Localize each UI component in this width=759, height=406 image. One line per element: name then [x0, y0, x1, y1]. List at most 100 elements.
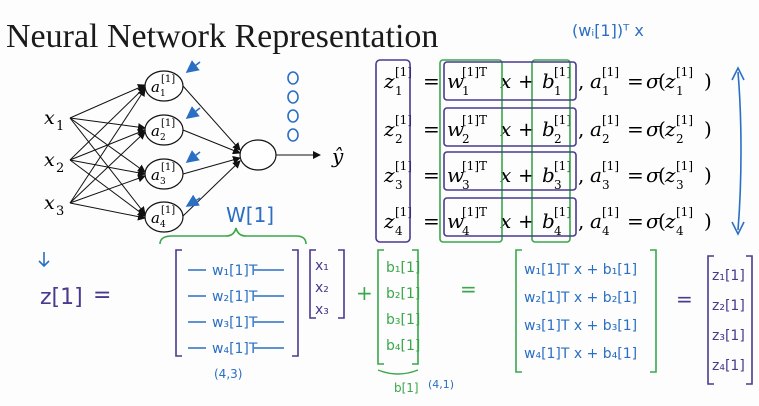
- svg-text:a: a: [590, 69, 602, 93]
- svg-text:[1]: [1]: [676, 113, 693, 127]
- svg-text:x: x: [44, 149, 55, 171]
- hidden-node-3: a [1] 3: [144, 158, 184, 190]
- svg-text:z: z: [383, 163, 395, 187]
- svg-text:[1]: [1]: [161, 74, 175, 85]
- svg-text:[1]: [1]: [602, 205, 619, 219]
- svg-text:[1]T: [1]T: [462, 205, 487, 219]
- w-column-box: [439, 59, 503, 243]
- svg-text:w₄[1]T x + b₄[1]: w₄[1]T x + b₄[1]: [524, 346, 637, 362]
- svg-text:2: 2: [395, 132, 403, 146]
- svg-text:+: +: [518, 69, 535, 93]
- svg-text:σ: σ: [646, 163, 661, 187]
- svg-text:4: 4: [554, 224, 562, 238]
- svg-text:[1]: [1]: [602, 65, 619, 79]
- svg-text:[1]: [1]: [395, 205, 412, 219]
- svg-text:b₂[1]: b₂[1]: [386, 286, 420, 302]
- svg-text:[1]: [1]: [395, 159, 412, 173]
- z-label-group: z[1] =: [38, 252, 111, 310]
- svg-text:3: 3: [160, 177, 166, 187]
- svg-text:2: 2: [554, 132, 562, 146]
- svg-text:[1]T: [1]T: [462, 159, 487, 173]
- svg-text:2: 2: [56, 161, 64, 176]
- svg-text:[1]: [1]: [676, 159, 693, 173]
- svg-text:w: w: [447, 163, 464, 187]
- svg-text:x: x: [44, 107, 55, 129]
- svg-text:): ): [704, 69, 712, 93]
- svg-text:a: a: [590, 163, 602, 187]
- svg-text:=: =: [423, 163, 440, 187]
- svg-text:z₂[1]: z₂[1]: [712, 298, 745, 314]
- svg-text:a: a: [151, 209, 160, 227]
- svg-text:[1]: [1]: [554, 113, 571, 127]
- z-vector: z₁[1] z₂[1] z₃[1] z₄[1]: [707, 255, 753, 385]
- input-hidden-edges: [69, 84, 146, 221]
- svg-text:3: 3: [602, 178, 610, 192]
- svg-text:=: =: [627, 69, 644, 93]
- input-x2: x 2: [44, 149, 64, 176]
- svg-text:[1]: [1]: [676, 205, 693, 219]
- svg-text:b: b: [542, 209, 555, 233]
- svg-text:b₁[1]: b₁[1]: [386, 260, 420, 276]
- svg-text:1: 1: [160, 89, 166, 99]
- svg-text:4: 4: [395, 224, 403, 238]
- svg-text:[1]: [1]: [161, 118, 175, 129]
- svg-text:3: 3: [554, 178, 562, 192]
- svg-text:[1]: [1]: [554, 159, 571, 173]
- svg-text:2: 2: [462, 132, 470, 146]
- svg-text:): ): [704, 117, 712, 141]
- svg-text:x: x: [500, 163, 511, 187]
- svg-text:[1]: [1]: [554, 65, 571, 79]
- svg-text:z₄[1]: z₄[1]: [712, 358, 745, 374]
- svg-text:b: b: [542, 163, 555, 187]
- svg-text:=: =: [423, 209, 440, 233]
- svg-text:(: (: [658, 163, 666, 187]
- svg-text:=: =: [627, 117, 644, 141]
- b-column-box: [531, 59, 571, 243]
- hidden-node-2: a [1] 2: [144, 114, 184, 146]
- svg-text:x₁: x₁: [315, 258, 329, 274]
- svg-text:+: +: [518, 163, 535, 187]
- svg-text:1: 1: [602, 84, 610, 98]
- svg-text:3: 3: [395, 178, 403, 192]
- svg-text:2: 2: [160, 133, 166, 143]
- svg-text:x: x: [500, 117, 511, 141]
- svg-text:z[1]: z[1]: [40, 285, 83, 310]
- svg-text:3: 3: [462, 178, 470, 192]
- svg-text:[1]: [1]: [602, 113, 619, 127]
- plus-sign: +: [356, 281, 373, 305]
- page-title: Neural Network Representation: [6, 18, 439, 55]
- svg-text:z: z: [664, 209, 676, 233]
- svg-text:x: x: [44, 192, 55, 214]
- svg-text:4: 4: [676, 224, 684, 238]
- svg-text:w₄[1]T: w₄[1]T: [212, 341, 258, 357]
- svg-text:=: =: [423, 69, 440, 93]
- svg-text:x₃: x₃: [315, 302, 329, 318]
- svg-text:x₂: x₂: [315, 280, 329, 296]
- equation-row-2: z [1] 2 = w [1]T 2 x + b [1] 2 , a [1] 2…: [383, 113, 712, 146]
- equals-sign-1: =: [460, 277, 477, 301]
- z-column-box: [375, 59, 411, 243]
- svg-text:a: a: [151, 122, 160, 140]
- svg-text:w₂[1]T x + b₂[1]: w₂[1]T x + b₂[1]: [524, 290, 637, 306]
- equation-row-4: z [1] 4 = w [1]T 4 x + b [1] 4 , a [1] 4…: [383, 205, 712, 238]
- svg-text:x: x: [500, 209, 511, 233]
- svg-text:): ): [704, 209, 712, 233]
- hidden-node-4: a [1] 4: [144, 201, 184, 233]
- input-x1: x 1: [44, 107, 64, 134]
- svg-text:w₂[1]T: w₂[1]T: [212, 289, 258, 305]
- row-boxes: [443, 61, 577, 237]
- svg-text:w₁[1]T: w₁[1]T: [212, 263, 258, 279]
- svg-text:z: z: [383, 209, 395, 233]
- svg-text:1: 1: [462, 84, 470, 98]
- svg-text:4: 4: [602, 224, 610, 238]
- svg-text:(: (: [658, 69, 666, 93]
- svg-text:3: 3: [56, 204, 64, 219]
- svg-text:b[1]: b[1]: [394, 381, 419, 395]
- W-brace: W[1]: [159, 203, 307, 245]
- svg-text:a: a: [590, 209, 602, 233]
- svg-text:+: +: [518, 209, 535, 233]
- svg-text:): ): [704, 163, 712, 187]
- output-node: ŷ: [239, 139, 344, 171]
- svg-text:=: =: [627, 163, 644, 187]
